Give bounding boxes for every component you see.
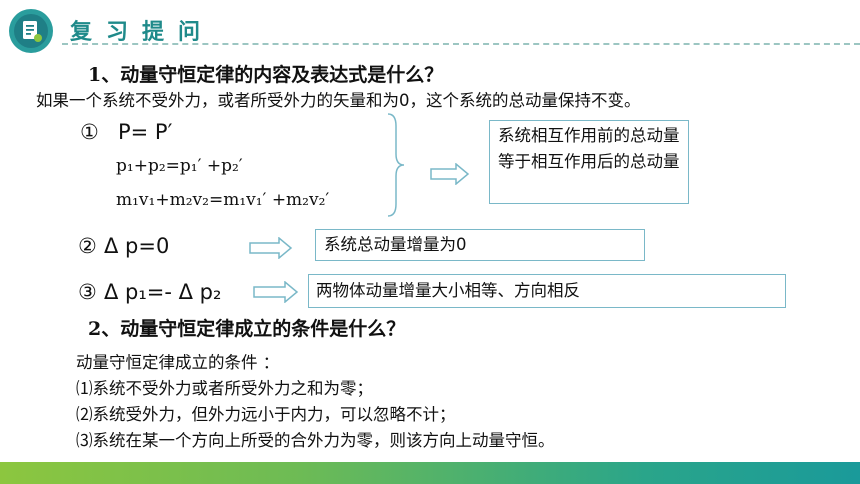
note-box-formula-3: 两物体动量增量大小相等、方向相反	[308, 274, 786, 308]
section-title: 复习提问	[70, 20, 215, 45]
formula-2-text: Δ p=0	[104, 234, 170, 258]
formula-1-label: ①	[80, 120, 99, 144]
header-divider	[62, 43, 860, 45]
formula-1-momentum: p₁+p₂=p₁′ +p₂′	[116, 156, 243, 176]
question-1-answer: 如果一个系统不受外力，或者所受外力的矢量和为0，这个系统的总动量保持不变。	[36, 91, 641, 110]
formula-2-label: ②	[78, 234, 97, 258]
document-list-icon	[9, 9, 53, 53]
note-text-formula-3: 两物体动量增量大小相等、方向相反	[316, 281, 580, 300]
condition-item-3: ⑶系统在某一个方向上所受的合外力为零，则该方向上动量守恒。	[76, 431, 555, 450]
note-text-formula-2: 系统总动量增量为0	[324, 235, 467, 254]
arrow-right-icon	[253, 281, 299, 303]
question-1-title: 1、动量守恒定律的内容及表达式是什么？	[88, 64, 444, 86]
arrow-right-icon	[430, 163, 470, 185]
condition-item-1: ⑴系统不受外力或者所受外力之和为零；	[76, 379, 373, 398]
note-box-formula-1: 系统相互作用前的总动量等于相互作用后的总动量	[489, 120, 689, 204]
question-2-title: 2、动量守恒定律成立的条件是什么？	[88, 318, 406, 340]
footer-bar	[0, 462, 860, 484]
formula-3-text: Δ p₁=- Δ p₂	[104, 280, 222, 304]
conditions-intro: 动量守恒定律成立的条件 ：	[76, 353, 280, 372]
arrow-right-icon	[249, 237, 293, 259]
right-brace-icon	[387, 113, 405, 217]
note-text-formula-1: 系统相互作用前的总动量等于相互作用后的总动量	[498, 126, 680, 171]
formula-1-mass-velocity: m₁v₁+m₂v₂=m₁v₁′ +m₂v₂′	[116, 190, 330, 210]
note-box-formula-2: 系统总动量增量为0	[315, 229, 645, 261]
formula-3-label: ③	[78, 280, 97, 304]
condition-item-2: ⑵系统受外力，但外力远小于内力，可以忽略不计；	[76, 405, 456, 424]
formula-1-main: P= P′	[118, 120, 173, 144]
